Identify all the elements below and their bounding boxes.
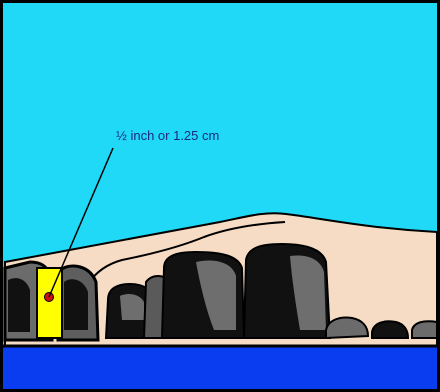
ground-band: [2, 346, 438, 390]
stone-left-shadow: [8, 278, 30, 332]
stone-mid-1-highlight: [120, 294, 144, 320]
stone-right-3: [412, 321, 437, 338]
stone-left-2-shadow: [64, 279, 88, 330]
measurement-marker: [37, 268, 62, 338]
stone-right-2: [372, 321, 408, 338]
callout-label: ½ inch or 1.25 cm: [116, 128, 219, 143]
